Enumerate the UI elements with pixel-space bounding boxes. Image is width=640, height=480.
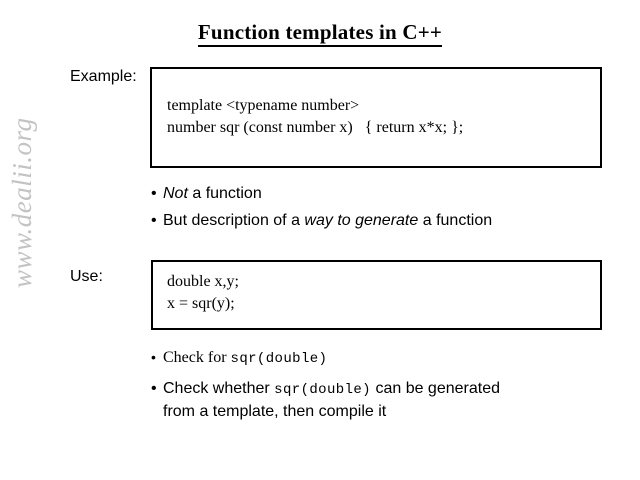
code-line-sqr-definition: number sqr (const number x) { return x*x… xyxy=(167,119,464,136)
bullet-text-continued: from a template, then compile it xyxy=(163,403,387,420)
bullet-text: can be generated xyxy=(371,380,500,397)
code-line-template-declaration: template <typename number> xyxy=(167,97,360,114)
bullet-dot-icon: • xyxy=(151,349,156,365)
list-item: • But description of a way to generate a… xyxy=(150,210,620,231)
bullet-text: But description of a xyxy=(163,212,305,229)
list-item: • Not a function xyxy=(150,183,620,204)
watermark-dealii-org: www.dealii.org xyxy=(7,117,37,288)
code-line-sqr-call: x = sqr(y); xyxy=(167,295,235,312)
code-box-example: template <typename number> number sqr (c… xyxy=(150,67,602,168)
bullet-text: Check whether xyxy=(163,380,275,397)
bullet-text-emphasis: Not xyxy=(163,185,193,202)
page-title-text: Function templates in C++ xyxy=(197,20,443,47)
list-item: • Check for sqr(double) xyxy=(150,347,620,370)
bullet-dot-icon: • xyxy=(151,380,157,397)
bullet-text: Check for xyxy=(163,349,231,366)
bullet-list-template-notes: • Not a function • But description of a … xyxy=(150,183,620,237)
bullet-text-emphasis: way to generate xyxy=(304,212,419,229)
bullet-code-fragment: sqr(double) xyxy=(230,351,328,367)
bullet-dot-icon: • xyxy=(151,212,157,229)
bullet-code-fragment: sqr(double) xyxy=(274,382,371,398)
code-box-use: double x,y; x = sqr(y); xyxy=(151,260,602,330)
label-use: Use: xyxy=(70,268,103,285)
code-line-double-declaration: double x,y; xyxy=(167,273,239,290)
page-title: Function templates in C++ xyxy=(0,20,640,47)
bullet-dot-icon: • xyxy=(151,185,157,202)
bullet-text: a function xyxy=(192,185,262,202)
label-example: Example: xyxy=(70,68,137,85)
bullet-text: a function xyxy=(418,212,493,229)
bullet-list-compile-steps: • Check for sqr(double) • Check whether … xyxy=(150,347,620,430)
list-item: • Check whether sqr(double) can be gener… xyxy=(150,378,620,422)
